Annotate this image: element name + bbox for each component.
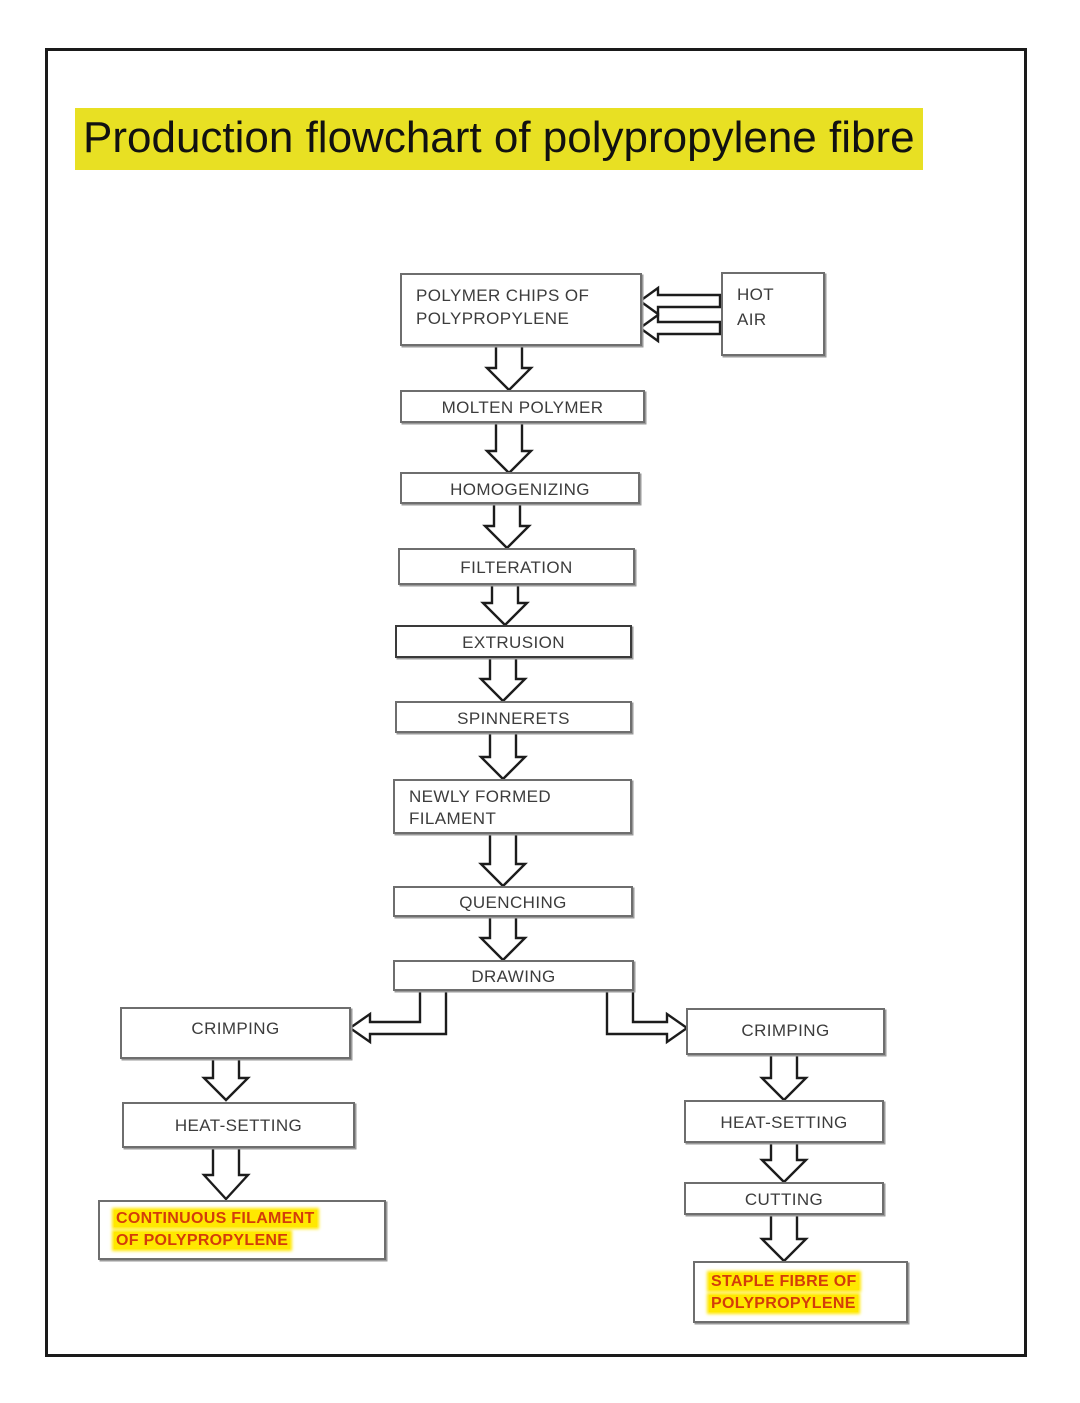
node-polymer-chips[interactable]: POLYMER CHIPS OF POLYPROPYLENE [400,273,642,346]
arrow-chips-to-molten [484,343,534,392]
arrow-heatsetting-right-to-cutting [759,1141,809,1184]
node-staple-fibre[interactable]: STAPLE FIBRE OF POLYPROPYLENE [693,1261,908,1323]
arrow-filament-to-quenching [478,831,528,888]
node-heat-setting-right[interactable]: HEAT-SETTING [684,1100,884,1143]
node-heat-setting-left-label: HEAT-SETTING [174,1116,303,1135]
arrow-homogenizing-to-filteration [482,501,532,550]
node-continuous-filament-line2: OF POLYPROPYLENE [114,1232,291,1249]
node-continuous-filament[interactable]: CONTINUOUS FILAMENT OF POLYPROPYLENE [98,1200,386,1260]
node-spinnerets[interactable]: SPINNERETS [395,701,632,733]
node-staple-fibre-line2: POLYPROPYLENE [709,1295,858,1312]
page-title: Production flowchart of polypropylene fi… [75,108,923,170]
node-drawing[interactable]: DRAWING [393,960,634,991]
node-hot-air-line2: AIR [737,310,767,329]
node-heat-setting-right-label: HEAT-SETTING [720,1113,848,1132]
arrow-filteration-to-extrusion [480,583,530,627]
node-newly-formed-filament[interactable]: NEWLY FORMED FILAMENT [393,779,632,834]
node-hot-air[interactable]: HOT AIR [721,272,825,356]
node-crimping-left[interactable]: CRIMPING [120,1007,351,1059]
arrow-drawing-to-crimping-left [347,988,448,1045]
arrow-cutting-to-staple-fibre [759,1212,809,1263]
node-homogenizing-label: HOMOGENIZING [450,480,590,499]
arrow-drawing-to-crimping-right [605,988,690,1045]
node-drawing-label: DRAWING [471,967,556,986]
arrow-crimping-right-to-heatsetting [759,1053,809,1102]
node-filteration-label: FILTERATION [460,558,573,577]
node-newly-formed-filament-line2: FILAMENT [409,809,497,828]
node-crimping-right[interactable]: CRIMPING [686,1008,885,1055]
node-heat-setting-left[interactable]: HEAT-SETTING [122,1102,355,1148]
arrow-hotair-to-chips-lower [637,312,722,344]
node-newly-formed-filament-line1: NEWLY FORMED [409,787,552,806]
arrow-hotair-to-chips-upper [637,285,722,317]
node-quenching-label: QUENCHING [459,893,567,912]
arrow-quenching-to-drawing [478,914,528,962]
node-polymer-chips-line2: POLYPROPYLENE [416,309,570,328]
node-hot-air-line1: HOT [737,285,775,304]
arrow-spinnerets-to-filament [478,731,528,781]
node-filteration[interactable]: FILTERATION [398,548,635,585]
node-extrusion-label: EXTRUSION [462,633,565,652]
arrow-molten-to-homogenizing [484,420,534,475]
arrow-heatsetting-left-to-filament [201,1145,251,1201]
node-staple-fibre-line1: STAPLE FIBRE OF [709,1273,859,1290]
node-cutting-label: CUTTING [744,1190,824,1209]
node-crimping-left-label: CRIMPING [191,1019,280,1038]
node-crimping-right-label: CRIMPING [741,1021,830,1040]
node-molten-polymer-label: MOLTEN POLYMER [441,398,604,417]
node-continuous-filament-line1: CONTINUOUS FILAMENT [114,1210,317,1227]
node-quenching[interactable]: QUENCHING [393,886,633,917]
node-homogenizing[interactable]: HOMOGENIZING [400,472,640,504]
node-spinnerets-label: SPINNERETS [457,709,570,728]
node-extrusion[interactable]: EXTRUSION [395,625,632,658]
arrow-extrusion-to-spinnerets [478,656,528,703]
node-cutting[interactable]: CUTTING [684,1182,884,1215]
node-molten-polymer[interactable]: MOLTEN POLYMER [400,390,645,423]
node-polymer-chips-line1: POLYMER CHIPS OF [416,286,590,305]
arrow-crimping-left-to-heatsetting [201,1056,251,1102]
